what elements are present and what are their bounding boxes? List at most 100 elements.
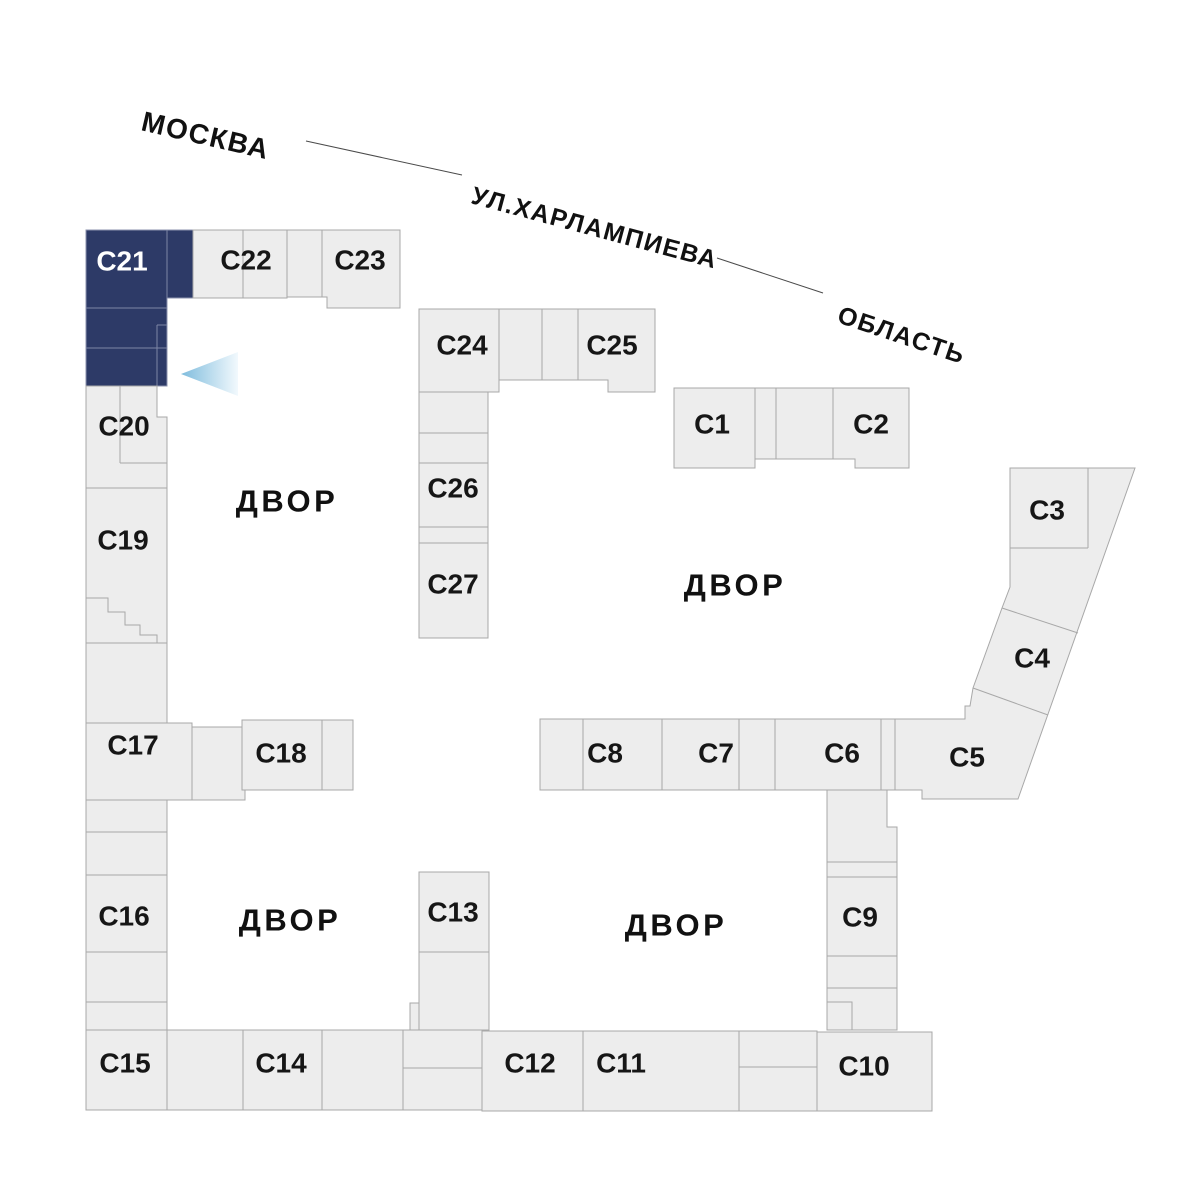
building-section[interactable]	[826, 789, 898, 863]
building-section-shape[interactable]	[402, 1029, 483, 1111]
courtyard-label: ДВОР	[684, 568, 787, 603]
building-c2[interactable]: С2	[832, 387, 910, 469]
building-section[interactable]	[418, 391, 489, 434]
building-section[interactable]	[85, 831, 168, 876]
building-c14[interactable]: С14	[242, 1029, 323, 1111]
building-c6-annex-shape[interactable]	[880, 718, 896, 791]
building-section-split[interactable]	[826, 987, 898, 1031]
building-c27-shape[interactable]	[418, 542, 489, 639]
building-c21-selected[interactable]: С21	[85, 229, 194, 387]
building-c1-shape[interactable]	[673, 387, 756, 469]
building-c23-shape[interactable]	[321, 229, 401, 309]
building-c16-shape[interactable]	[85, 874, 168, 953]
building-c8[interactable]: С8	[582, 718, 663, 791]
courtyard-labels: ДВОР ДВОР ДВОР ДВОР	[236, 484, 787, 943]
building-c23[interactable]: С23	[321, 229, 401, 309]
building-c20-section-lines	[119, 386, 167, 464]
street-label-moscow: МОСКВА	[139, 106, 273, 166]
building-c6-shape[interactable]	[774, 718, 882, 791]
building-c22-shape[interactable]	[192, 229, 288, 299]
building-c11-shape[interactable]	[582, 1030, 740, 1112]
building-c14-label: С14	[255, 1048, 307, 1079]
building-c26-shape[interactable]	[418, 462, 489, 528]
building-section[interactable]	[738, 718, 776, 791]
building-section[interactable]	[85, 951, 168, 1003]
building-c25[interactable]: С25	[577, 308, 656, 393]
building-section[interactable]	[541, 308, 579, 381]
building-c19-stair-lines	[86, 597, 158, 643]
building-section[interactable]	[409, 1002, 420, 1031]
building-c1[interactable]: С1	[673, 387, 756, 469]
street-divider-line	[716, 257, 824, 294]
building-c17-annex-shape[interactable]	[191, 726, 246, 801]
courtyard-label: ДВОР	[239, 903, 342, 938]
building-section-shape[interactable]	[826, 987, 898, 1031]
building-c19-shape[interactable]	[85, 487, 168, 644]
building-c12-shape[interactable]	[481, 1030, 584, 1112]
building-section[interactable]	[754, 387, 777, 460]
building-c7[interactable]: С7	[661, 718, 740, 791]
building-c19[interactable]: С19	[85, 487, 168, 644]
building-c10[interactable]: С10	[816, 1031, 933, 1112]
building-c9-label: С9	[842, 902, 878, 933]
building-section[interactable]	[85, 1001, 168, 1031]
building-section[interactable]	[418, 432, 489, 464]
building-section[interactable]	[166, 1029, 244, 1111]
building-section[interactable]	[418, 951, 490, 1031]
building-section-shape[interactable]	[738, 1030, 818, 1112]
building-c20[interactable]: С20	[85, 385, 168, 489]
building-c22[interactable]: С22	[192, 229, 288, 299]
building-c24[interactable]: С24	[418, 308, 500, 393]
building-section[interactable]	[321, 1029, 404, 1111]
building-c14-shape[interactable]	[242, 1029, 323, 1111]
building-c26[interactable]: С26	[418, 462, 489, 528]
building-c2-shape[interactable]	[832, 387, 910, 469]
building-c24-shape[interactable]	[418, 308, 500, 393]
building-c5-label: С5	[949, 742, 985, 773]
building-c15[interactable]: С15	[85, 1029, 168, 1111]
selected-building-arrow-icon	[181, 352, 238, 396]
building-section[interactable]	[826, 861, 898, 878]
building-section[interactable]	[826, 955, 898, 989]
building-wing-c3-c4-c5[interactable]: С3 С4 С5	[894, 467, 1136, 800]
building-c17[interactable]: С17	[85, 722, 246, 801]
building-c27[interactable]: С27	[418, 542, 489, 639]
building-c25-shape[interactable]	[577, 308, 656, 393]
building-c18-shape[interactable]	[241, 719, 354, 791]
building-c13-shape[interactable]	[418, 871, 490, 953]
building-c6[interactable]: С6	[774, 718, 896, 791]
building-c12[interactable]: С12	[481, 1030, 584, 1112]
building-c8-shape[interactable]	[582, 718, 663, 791]
building-section[interactable]	[85, 642, 168, 724]
building-c13[interactable]: С13	[418, 871, 490, 953]
building-c11[interactable]: С11	[582, 1030, 740, 1112]
building-c15-shape[interactable]	[85, 1029, 168, 1111]
building-c18-label: С18	[255, 738, 306, 769]
building-section-split[interactable]	[738, 1030, 818, 1112]
building-c16[interactable]: С16	[85, 874, 168, 953]
building-c2-label: С2	[853, 409, 889, 440]
courtyard-label: ДВОР	[236, 484, 339, 519]
building-wing-shape[interactable]	[894, 467, 1136, 800]
building-section[interactable]	[85, 799, 168, 833]
building-wing-section-lines	[972, 468, 1089, 716]
building-section[interactable]	[539, 718, 584, 791]
building-section[interactable]	[498, 308, 543, 381]
building-section[interactable]	[418, 526, 489, 544]
building-c13-label: С13	[427, 897, 478, 928]
building-c22-label: С22	[220, 245, 271, 276]
building-c10-shape[interactable]	[816, 1031, 933, 1112]
building-section[interactable]	[286, 229, 323, 298]
building-section-split[interactable]	[402, 1029, 483, 1111]
building-c7-shape[interactable]	[661, 718, 740, 791]
building-c20-label: С20	[98, 411, 149, 442]
building-c16-label: С16	[98, 901, 149, 932]
street-divider-line	[305, 140, 463, 176]
building-c18[interactable]: С18	[241, 719, 354, 791]
building-c24-label: С24	[436, 330, 488, 361]
building-c9-shape[interactable]	[826, 876, 898, 957]
building-c17-shape[interactable]	[85, 722, 193, 801]
building-section[interactable]	[775, 387, 834, 460]
building-c9[interactable]: С9	[826, 876, 898, 957]
